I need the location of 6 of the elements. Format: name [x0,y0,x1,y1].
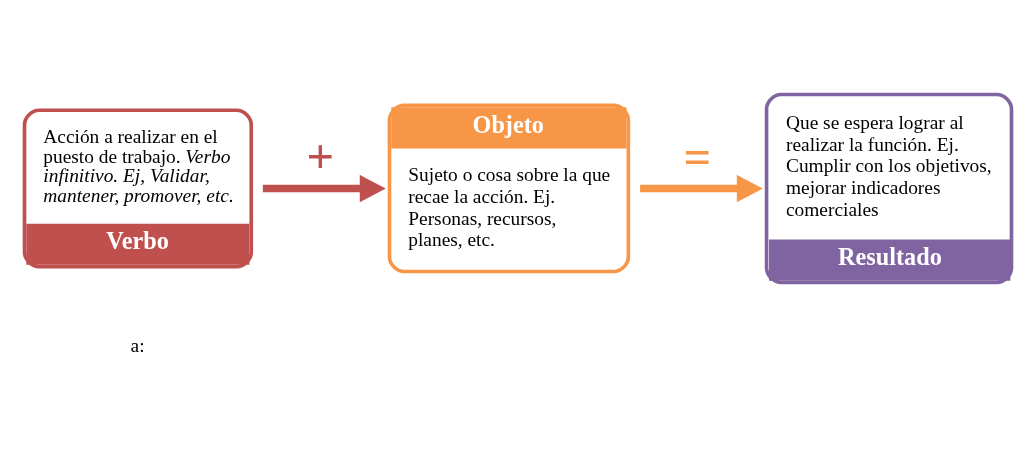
label: a: [130,334,145,356]
edge-label: + [306,129,335,183]
node-box: Objeto Sujeto o cosa sobre la que recae la acción. Ej. Personas, recursos, planes, etc. [387,103,631,274]
node-box: Acción a realizar en el puesto de trabajo. Verbo infinitivo. Ej, Validar, mantener, promover, etc. Verbo [22,108,254,269]
arrow [262,174,386,203]
edge-label: = [683,129,712,183]
